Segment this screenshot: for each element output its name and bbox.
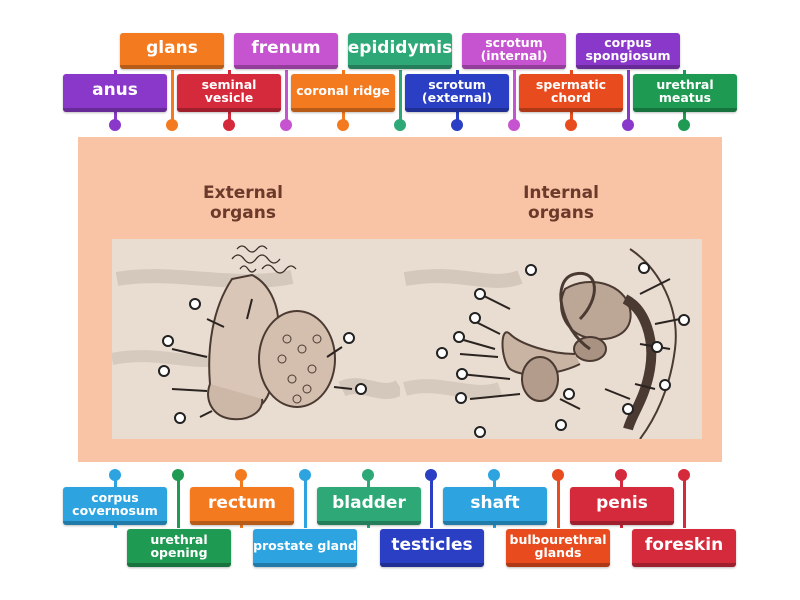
label-tile-epididymis[interactable]: epididymis: [348, 33, 452, 69]
connector-dot: [299, 469, 311, 481]
drop-target-marker[interactable]: [436, 347, 448, 359]
connector-dot: [508, 119, 520, 131]
connector-line: [626, 70, 630, 122]
connector-dot: [362, 469, 374, 481]
label-tile-spermatic-chord[interactable]: spermatic chord: [519, 74, 623, 112]
connector-dot: [337, 119, 349, 131]
heading-external: External organs: [202, 183, 284, 224]
connector-line: [176, 478, 180, 528]
label-tile-testicles[interactable]: testicles: [380, 529, 484, 567]
connector-dot: [425, 469, 437, 481]
connector-line: [512, 70, 516, 122]
connector-line: [556, 478, 560, 528]
connector-dot: [109, 119, 121, 131]
connector-line: [170, 70, 174, 122]
connector-dot: [109, 469, 121, 481]
drop-target-marker[interactable]: [189, 298, 201, 310]
label-tile-seminal-vesicle[interactable]: seminal vesicle: [177, 74, 281, 112]
drop-target-marker[interactable]: [162, 335, 174, 347]
connector-line: [398, 70, 402, 122]
label-tile-anus[interactable]: anus: [63, 74, 167, 112]
drop-target-marker[interactable]: [343, 332, 355, 344]
connector-dot: [394, 119, 406, 131]
drop-target-marker[interactable]: [525, 264, 537, 276]
label-tile-corpus-spongiosum[interactable]: corpus spongiosum: [576, 33, 680, 69]
label-tile-prostate-gland[interactable]: prostate gland: [253, 529, 357, 567]
label-tile-glans[interactable]: glans: [120, 33, 224, 69]
drop-target-marker[interactable]: [456, 368, 468, 380]
connector-dot: [552, 469, 564, 481]
connector-dot: [615, 469, 627, 481]
connector-dot: [678, 469, 690, 481]
connector-line: [682, 478, 686, 528]
heading-internal: Internal organs: [523, 183, 599, 224]
drop-target-marker[interactable]: [474, 288, 486, 300]
drop-target-marker[interactable]: [651, 341, 663, 353]
drop-target-marker[interactable]: [622, 403, 634, 415]
connector-dot: [172, 469, 184, 481]
drop-target-marker[interactable]: [659, 379, 671, 391]
drop-target-marker[interactable]: [453, 331, 465, 343]
connector-dot: [451, 119, 463, 131]
drop-target-marker[interactable]: [469, 312, 481, 324]
external-organs-illustration: [112, 239, 400, 439]
drop-target-marker[interactable]: [355, 383, 367, 395]
label-tile-frenum[interactable]: frenum: [234, 33, 338, 69]
connector-dot: [678, 119, 690, 131]
label-tile-rectum[interactable]: rectum: [190, 487, 294, 525]
label-tile-scrotum-internal[interactable]: scrotum (internal): [462, 33, 566, 69]
connector-dot: [622, 119, 634, 131]
connector-dot: [166, 119, 178, 131]
label-tile-penis[interactable]: penis: [570, 487, 674, 525]
connector-line: [284, 70, 288, 122]
drop-target-marker[interactable]: [555, 419, 567, 431]
connector-line: [303, 478, 307, 528]
drop-target-marker[interactable]: [638, 262, 650, 274]
drop-target-marker[interactable]: [474, 426, 486, 438]
drop-target-marker[interactable]: [563, 388, 575, 400]
label-tile-urethral-meatus[interactable]: urethral meatus: [633, 74, 737, 112]
connector-dot: [235, 469, 247, 481]
label-tile-coronal-ridge[interactable]: coronal ridge: [291, 74, 395, 112]
drop-target-marker[interactable]: [174, 412, 186, 424]
label-tile-urethral-opening[interactable]: urethral opening: [127, 529, 231, 567]
drop-target-marker[interactable]: [455, 392, 467, 404]
connector-dot: [223, 119, 235, 131]
connector-dot: [488, 469, 500, 481]
label-tile-shaft[interactable]: shaft: [443, 487, 547, 525]
label-tile-foreskin[interactable]: foreskin: [632, 529, 736, 567]
label-tile-bulbourethral-glands[interactable]: bulbourethral glands: [506, 529, 610, 567]
drop-target-marker[interactable]: [158, 365, 170, 377]
connector-dot: [565, 119, 577, 131]
label-tile-bladder[interactable]: bladder: [317, 487, 421, 525]
label-tile-corpus-covernosum[interactable]: corpus covernosum: [63, 487, 167, 525]
diagram-panel: External organs Internal organs: [78, 137, 722, 462]
internal-organs-illustration: [400, 239, 702, 439]
connector-line: [429, 478, 433, 528]
label-tile-scrotum-external[interactable]: scrotum (external): [405, 74, 509, 112]
drop-target-marker[interactable]: [678, 314, 690, 326]
connector-dot: [280, 119, 292, 131]
